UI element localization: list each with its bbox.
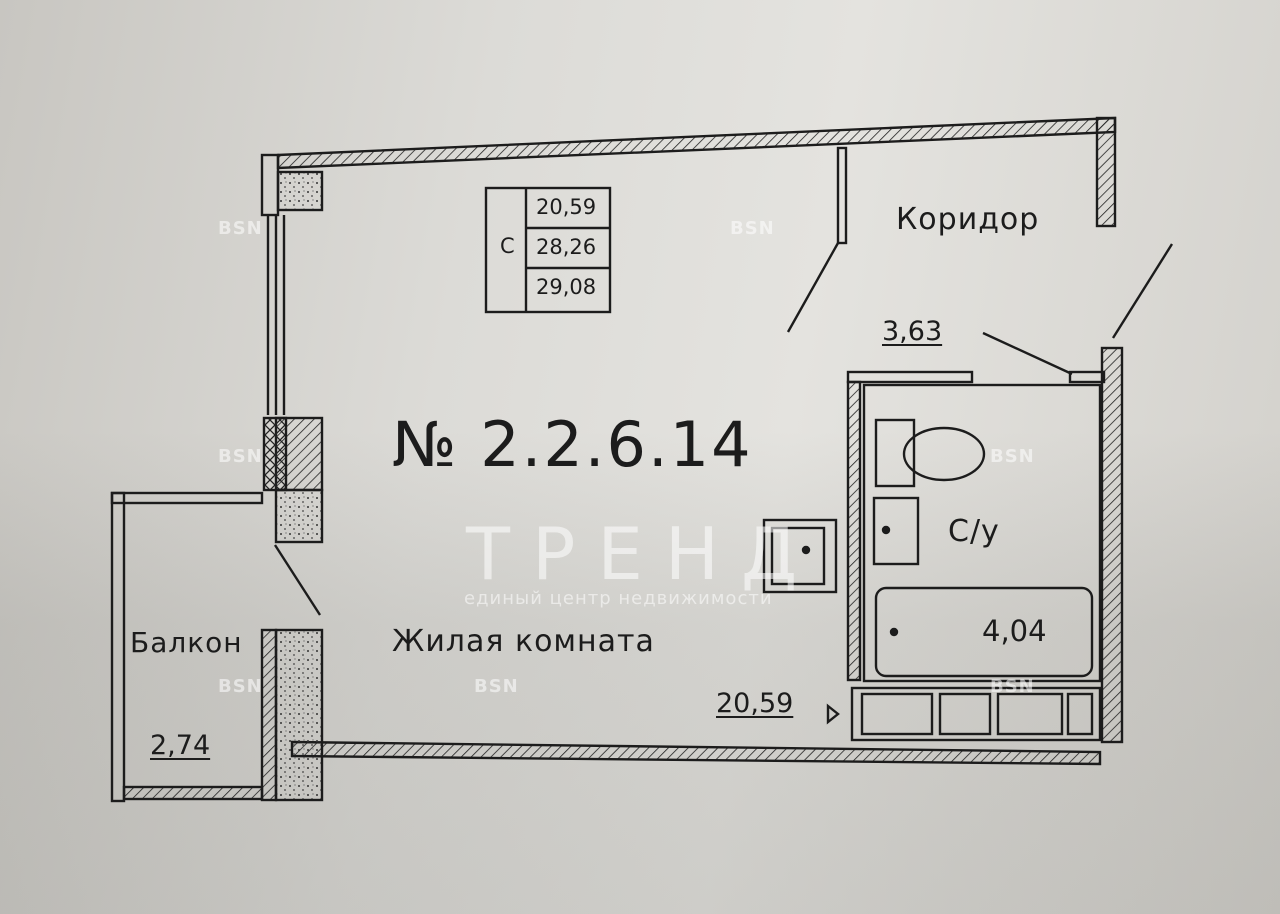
- bathroom-left-wall: [846, 380, 862, 682]
- corridor-name: Коридор: [896, 202, 1040, 237]
- entrance-jamb: [1068, 370, 1106, 384]
- bathroom-right-wall: [1100, 346, 1124, 744]
- balcony-area: 2,74: [150, 730, 211, 761]
- bathroom-inner: [862, 383, 1102, 683]
- living-room-name: Жилая комната: [392, 624, 655, 659]
- entrance-door-swing: [982, 331, 1073, 376]
- left-wall-top: [260, 153, 280, 217]
- watermark-tag-7: BSN: [990, 676, 1035, 697]
- toilet-tank: [874, 418, 916, 488]
- watermark-tag-2: BSN: [730, 218, 775, 239]
- left-wall-block-cross: [262, 416, 288, 492]
- entrance-door: [1111, 243, 1174, 339]
- toilet-bowl: [902, 426, 986, 482]
- watermark-tag-6: BSN: [474, 676, 519, 697]
- summary-frame: [484, 186, 612, 314]
- summary-letter: С: [500, 234, 515, 258]
- left-wall-edge: [260, 628, 278, 802]
- plan-number: № 2.2.6.14: [392, 408, 753, 481]
- kitchen-counter: [850, 686, 1102, 742]
- balcony-top-rail: [110, 491, 264, 505]
- photo-shadow: [0, 430, 1280, 914]
- corridor-right-wall: [1095, 116, 1117, 228]
- bathroom-name: С/у: [948, 514, 1000, 549]
- living-room-area: 20,59: [716, 688, 794, 719]
- balcony-door-swing: [273, 544, 322, 616]
- bottom-wall: [290, 740, 1102, 766]
- summary-total-with-balcony: 29,08: [536, 275, 597, 299]
- watermark-tag-5: BSN: [218, 676, 263, 697]
- left-wall-block-4: [274, 628, 324, 802]
- kitchen-sink: [762, 518, 838, 594]
- area-marker: [826, 703, 840, 725]
- corridor-door: [786, 242, 840, 333]
- watermark-tag-3: BSN: [218, 446, 263, 467]
- left-wall-block-3: [274, 488, 324, 544]
- watermark-tag-4: BSN: [990, 446, 1035, 467]
- bathroom-sink: [872, 496, 920, 566]
- balcony-bottom-rail: [122, 785, 264, 801]
- top-wall: [276, 116, 1117, 170]
- watermark-tagline: единый центр недвижимости: [464, 588, 773, 609]
- summary-living-area: 20,59: [536, 195, 597, 219]
- corridor-partition: [836, 146, 848, 245]
- balcony-name: Балкон: [130, 626, 243, 659]
- area-summary-table: С 20,59 28,26 29,08: [486, 186, 610, 312]
- bathroom-area: 4,04: [982, 614, 1047, 648]
- summary-total-area: 28,26: [536, 235, 597, 259]
- balcony-left-rail: [110, 491, 126, 803]
- bathtub: [874, 586, 1094, 678]
- left-wall-block-1: [276, 170, 324, 212]
- corridor-area: 3,63: [882, 316, 943, 347]
- watermark-tag-1: BSN: [218, 218, 263, 239]
- watermark-brand: ТРЕНД: [466, 512, 820, 596]
- bathroom-top-wall: [846, 370, 974, 384]
